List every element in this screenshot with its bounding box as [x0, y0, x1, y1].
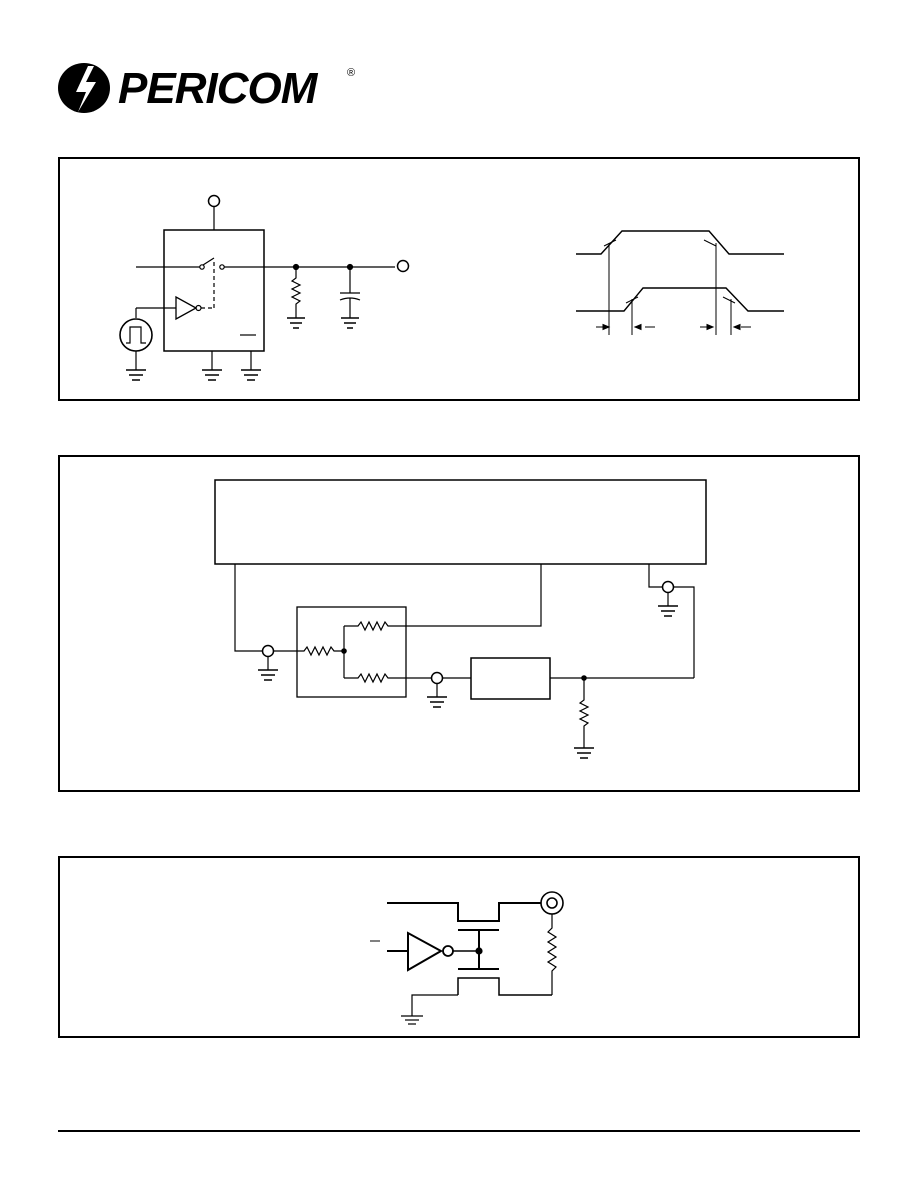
figure-panel-2	[58, 455, 860, 792]
coax-connector-icon	[540, 891, 564, 915]
resistor-icon	[546, 914, 558, 995]
resistor-icon	[578, 678, 590, 748]
figure-panel-1	[58, 157, 860, 401]
pericom-logo-icon	[58, 63, 110, 113]
main-block	[214, 479, 707, 565]
ground-icon	[401, 1015, 423, 1025]
ground-icon	[126, 317, 359, 381]
brand-name: PERICOM	[118, 64, 317, 113]
resistor-network	[296, 606, 407, 698]
footer-rule	[58, 1130, 860, 1132]
capacitor-icon	[339, 267, 361, 318]
registered-mark: ®	[347, 67, 356, 79]
inverter-icon	[407, 931, 454, 972]
resistor-icon	[290, 267, 302, 318]
figure-panel-3	[58, 856, 860, 1038]
ground-icon	[258, 605, 678, 759]
resistor-icon	[298, 645, 344, 657]
